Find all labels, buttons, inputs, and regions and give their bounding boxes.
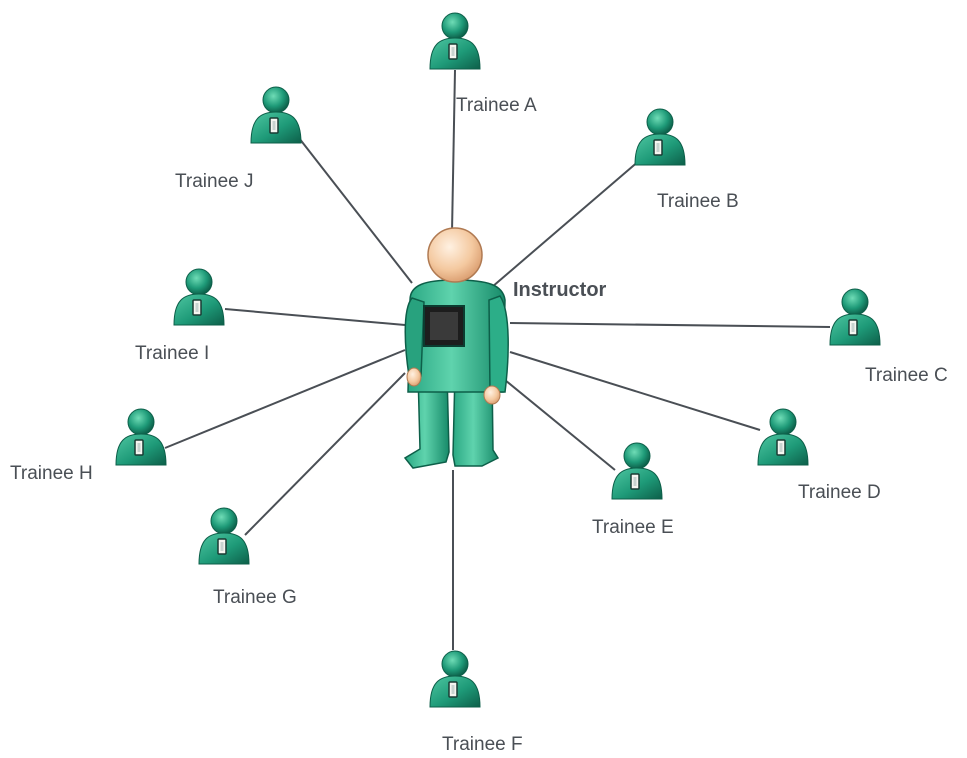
trainee-i-label: Trainee I	[135, 343, 209, 364]
trainee-a-label: Trainee A	[456, 95, 537, 116]
link-trainee-e	[504, 379, 616, 471]
link-trainee-a	[451, 69, 456, 233]
instructor-label: Instructor	[513, 279, 607, 301]
trainee-j-person-icon	[250, 86, 302, 144]
connection-lines	[164, 69, 831, 650]
trainee-c-label: Trainee C	[865, 365, 948, 386]
trainee-b-person-icon	[634, 108, 686, 166]
link-trainee-h	[164, 349, 406, 449]
link-trainee-j	[298, 137, 413, 284]
trainee-f-person-icon	[429, 650, 481, 708]
link-trainee-b	[491, 159, 641, 288]
trainee-e-person-icon	[611, 442, 663, 500]
trainee-labels: Trainee A Trainee B Trainee C Trainee D Trai…	[10, 95, 948, 755]
link-trainee-c	[509, 322, 831, 328]
trainee-b-label: Trainee B	[657, 191, 739, 212]
trainee-h-person-icon	[115, 408, 167, 466]
trainee-d-person-icon	[757, 408, 809, 466]
instructor-figure	[403, 227, 509, 469]
trainee-g-person-icon	[198, 507, 250, 565]
link-trainee-g	[244, 372, 406, 536]
trainee-i-person-icon	[173, 268, 225, 326]
trainee-a-person-icon	[429, 12, 481, 70]
link-trainee-i	[224, 308, 406, 326]
trainee-c-person-icon	[829, 288, 881, 346]
link-trainee-d	[509, 351, 761, 431]
trainee-e-label: Trainee E	[592, 517, 674, 538]
trainee-j-label: Trainee J	[175, 171, 254, 192]
trainee-g-label: Trainee G	[213, 587, 297, 608]
trainee-d-label: Trainee D	[798, 482, 881, 503]
trainee-h-label: Trainee H	[10, 463, 93, 484]
trainee-f-label: Trainee F	[442, 734, 523, 755]
